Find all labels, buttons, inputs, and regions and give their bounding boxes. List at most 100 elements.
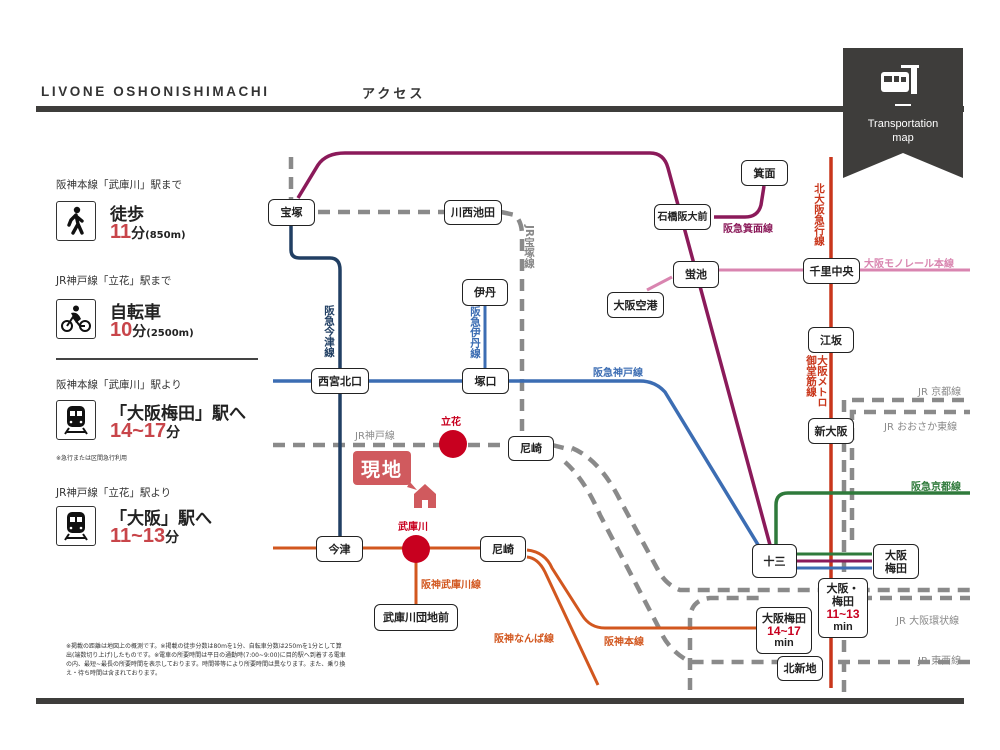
station-takarazuka[interactable]: 宝塚 bbox=[268, 199, 315, 226]
route-caption-walk: 阪神本線「武庫川」駅まで bbox=[56, 179, 182, 191]
route-caption-bike: JR神戸線「立花」駅まで bbox=[56, 275, 172, 287]
label-jr-tozai: JR 東西線 bbox=[918, 656, 962, 667]
mode-train-jr: 「大阪」駅へ bbox=[110, 509, 212, 529]
jr-travel-time-unit: min bbox=[833, 621, 853, 633]
station-osaka-umeda-hankyu[interactable]: 大阪 梅田 bbox=[873, 544, 919, 579]
distance-walk: (850m) bbox=[145, 230, 186, 241]
station-osaka-airport[interactable]: 大阪空港 bbox=[607, 292, 664, 318]
station-osaka-umeda-hankyu-l1: 大阪 bbox=[885, 548, 907, 562]
express-note: ※急行または区間急行利用 bbox=[56, 455, 128, 462]
mode-train-hanshin: 「大阪梅田」駅へ bbox=[110, 404, 246, 424]
mode-walk: 徒歩 bbox=[110, 205, 144, 225]
jr-kobe-line bbox=[273, 442, 573, 453]
time-train-jr-unit: 分 bbox=[165, 530, 180, 546]
site-label: 現地 bbox=[353, 451, 411, 485]
time-bike-value: 10 bbox=[110, 319, 133, 341]
station-senri-chuo[interactable]: 千里中央 bbox=[803, 258, 860, 284]
station-osaka-jr-l2: 梅田 bbox=[832, 595, 854, 608]
train-icon bbox=[64, 406, 88, 435]
osaka-monorail-line bbox=[646, 268, 970, 292]
time-bike-unit: 分 bbox=[132, 324, 147, 340]
station-osaka-jr-l1: 大阪・ bbox=[826, 582, 860, 595]
station-tsukaguchi[interactable]: 塚口 bbox=[462, 368, 509, 394]
jr-takarazuka-line bbox=[318, 209, 525, 440]
footer-divider bbox=[36, 698, 964, 704]
jr-kyoto-line-curve bbox=[571, 445, 970, 593]
label-hankyu-itami: 阪急伊丹線 bbox=[469, 306, 481, 359]
train-icon-box bbox=[56, 400, 96, 440]
station-amagasaki-hanshin[interactable]: 尼崎 bbox=[480, 536, 526, 562]
train-icon-box-2 bbox=[56, 506, 96, 546]
hankyu-takarazuka-line bbox=[296, 151, 772, 546]
label-tachibana: 立花 bbox=[441, 417, 461, 428]
hankyu-kyoto-line bbox=[774, 491, 970, 545]
time-train-jr-value: 11~13 bbox=[110, 525, 166, 547]
time-walk-unit: 分 bbox=[131, 226, 146, 242]
mode-bike: 自転車 bbox=[110, 303, 161, 323]
jr-loop-line bbox=[687, 595, 970, 690]
label-kita-osaka-kyuko: 北大阪急行線 bbox=[813, 183, 825, 246]
label-jr-osaka-higashi: JR おおさか東線 bbox=[884, 422, 958, 433]
time-walk: 11分(850m) bbox=[110, 221, 186, 244]
page-subtitle: アクセス bbox=[362, 87, 426, 102]
station-amagasaki-jr[interactable]: 尼崎 bbox=[508, 436, 554, 461]
station-esaka[interactable]: 江坂 bbox=[808, 327, 854, 353]
jr-kyoto-line bbox=[841, 397, 970, 692]
label-hankyu-kobe: 阪急神戸線 bbox=[593, 368, 643, 379]
label-midosuji: 大阪メトロ御堂筋線 bbox=[805, 355, 828, 408]
jr-osaka-higashi-line bbox=[849, 409, 970, 540]
label-osaka-monorail: 大阪モノレール本線 bbox=[864, 259, 954, 270]
property-name: LIVONE OSHONISHIMACHI bbox=[41, 84, 270, 99]
station-itami[interactable]: 伊丹 bbox=[462, 279, 508, 306]
bike-icon-box bbox=[56, 299, 96, 339]
bicycle-icon bbox=[61, 305, 91, 332]
label-hanshin-mukogawa: 阪神武庫川線 bbox=[421, 580, 481, 591]
station-osaka-umeda-hanshin-name: 大阪梅田 bbox=[762, 611, 806, 625]
station-osaka-umeda-hankyu-l2: 梅田 bbox=[885, 561, 907, 575]
walk-icon-box bbox=[56, 201, 96, 241]
station-osaka-umeda-hanshin[interactable]: 大阪梅田 14~17 min bbox=[756, 607, 812, 654]
station-shin-osaka[interactable]: 新大阪 bbox=[808, 418, 854, 444]
hankyu-imazu-line bbox=[289, 226, 342, 538]
panel-divider bbox=[56, 358, 258, 360]
hankyu-minoo-line bbox=[714, 185, 766, 219]
station-mukogawa[interactable] bbox=[402, 535, 430, 563]
station-tachibana[interactable] bbox=[439, 430, 467, 458]
hanshin-travel-time-unit: min bbox=[774, 636, 794, 649]
jr-tozai-line-curve bbox=[563, 460, 780, 665]
station-ishibashi-handaimae[interactable]: 石橋阪大前 bbox=[654, 204, 711, 230]
station-kawanishi-ikeda[interactable]: 川西池田 bbox=[444, 200, 502, 225]
transportation-map-badge: Transportation map bbox=[843, 48, 963, 178]
hanshin-namba-line bbox=[526, 555, 600, 686]
label-hanshin-namba: 阪神なんば線 bbox=[494, 634, 554, 645]
station-juso[interactable]: 十三 bbox=[752, 544, 797, 578]
disclaimer: ※掲載の距離は地図上の概測です。※掲載の徒歩分数は80mを1分、自転車分数は25… bbox=[66, 643, 346, 677]
site-home-icon bbox=[407, 482, 436, 508]
time-train-jr: 11~13分 bbox=[110, 525, 179, 548]
station-osaka-jr[interactable]: 大阪・ 梅田 11~13 min bbox=[818, 578, 868, 638]
badge-label: Transportation bbox=[867, 118, 939, 130]
time-train-hanshin-unit: 分 bbox=[166, 425, 181, 441]
hankyu-kobe-line bbox=[273, 379, 762, 549]
time-bike: 10分(2500m) bbox=[110, 319, 194, 342]
badge-label-2: map bbox=[892, 132, 914, 144]
label-jr-kyoto: JR 京都線 bbox=[918, 387, 962, 398]
time-train-hanshin: 14~17分 bbox=[110, 420, 180, 443]
station-kitashinchi[interactable]: 北新地 bbox=[777, 656, 823, 681]
label-jr-kobe: JR神戸線 bbox=[355, 431, 395, 442]
hanshin-main-line-east bbox=[526, 548, 757, 630]
station-hotarugaike[interactable]: 蛍池 bbox=[673, 261, 719, 288]
route-caption-train-jr: JR神戸線「立花」駅より bbox=[56, 487, 172, 499]
header-divider bbox=[36, 106, 964, 112]
station-imazu[interactable]: 今津 bbox=[316, 536, 363, 562]
time-walk-value: 11 bbox=[110, 221, 132, 243]
station-mukogawa-danchimae[interactable]: 武庫川団地前 bbox=[374, 604, 458, 631]
time-train-hanshin-value: 14~17 bbox=[110, 420, 167, 442]
route-caption-train-hanshin: 阪神本線「武庫川」駅より bbox=[56, 379, 182, 391]
station-nishinomiya-kitaguchi[interactable]: 西宮北口 bbox=[311, 368, 369, 394]
label-jr-loop: JR 大阪環状線 bbox=[896, 616, 960, 627]
walking-person-icon bbox=[67, 206, 84, 235]
station-minoo[interactable]: 箕面 bbox=[741, 160, 788, 186]
jr-travel-time: 11~13 bbox=[826, 607, 860, 621]
